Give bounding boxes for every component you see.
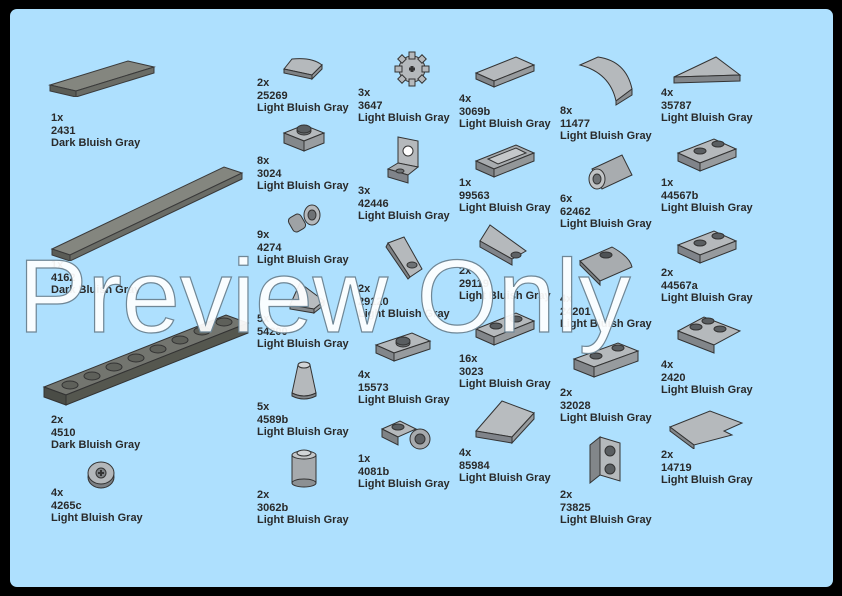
part-image-14719 xyxy=(668,410,744,449)
part-image-42446 xyxy=(386,136,420,184)
part-image-25269 xyxy=(283,58,323,81)
part-image-85984 xyxy=(475,400,535,445)
part-image-3023 xyxy=(474,312,536,346)
part-image-29120 xyxy=(385,236,423,280)
part-image-32028 xyxy=(572,342,640,378)
part-image-35787 xyxy=(673,56,742,84)
part-image-3062b xyxy=(291,449,317,488)
part-image-24201 xyxy=(579,246,633,287)
part-image-3069b xyxy=(474,56,536,88)
part-image-62462 xyxy=(588,154,633,190)
part-image-2420 xyxy=(676,316,742,354)
part-image-3647 xyxy=(394,51,430,87)
part-image-44567b xyxy=(676,138,738,172)
part-image-4510 xyxy=(42,314,250,406)
part-image-4589b xyxy=(291,361,317,400)
part-image-3024 xyxy=(282,124,326,152)
part-image-4081b xyxy=(380,420,431,450)
part-image-54200 xyxy=(289,282,325,315)
part-image-29119 xyxy=(479,224,527,266)
part-image-4265c xyxy=(87,461,115,489)
part-image-4274 xyxy=(287,204,321,233)
part-image-73825 xyxy=(589,435,621,485)
part-image-2431 xyxy=(48,60,156,97)
part-image-15573 xyxy=(374,332,432,362)
part-image-4162 xyxy=(50,166,244,261)
part-image-11477 xyxy=(578,56,633,106)
part-image-44567a xyxy=(676,230,738,264)
part-image-99563 xyxy=(474,144,536,178)
